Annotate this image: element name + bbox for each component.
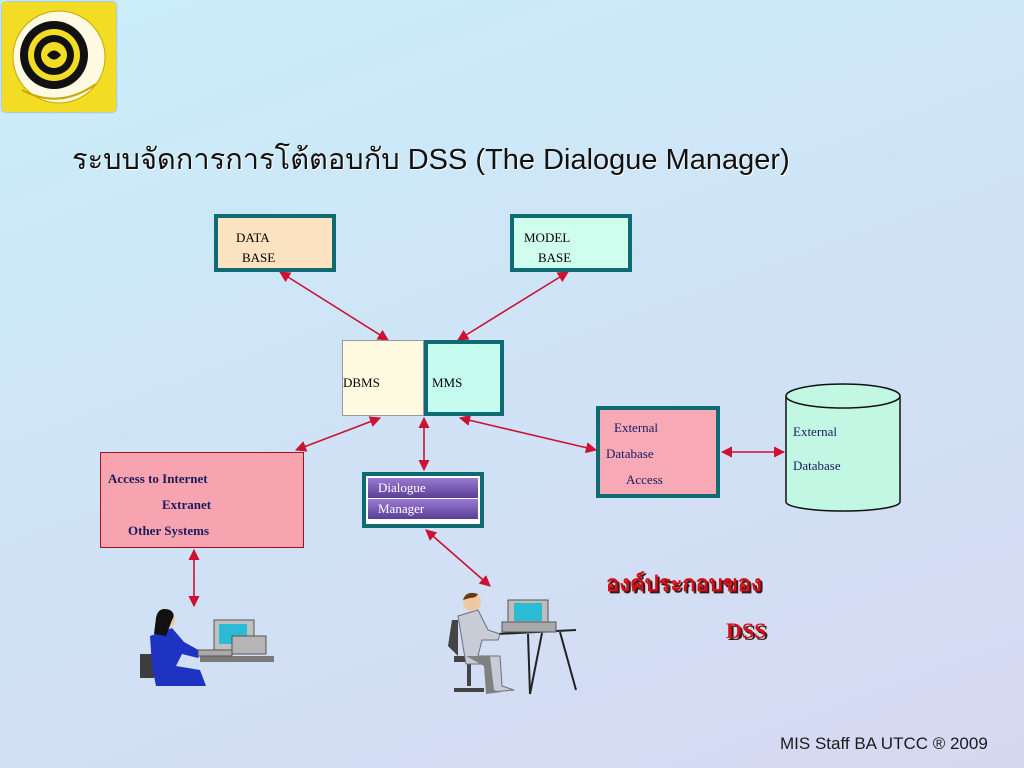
rose-logo-icon [12, 10, 106, 104]
arrow-dialogue-manager-user [425, 529, 491, 587]
external-access-line1: External [614, 420, 659, 435]
arrow-database-dbms [279, 271, 389, 341]
modelbase-label-line2: BASE [538, 250, 572, 265]
components-caption-line1: องค์ประกอบของ [606, 571, 762, 596]
internet-access-box: Access to Internet Extranet Other System… [100, 452, 304, 548]
man-user-clipart [444, 590, 580, 696]
school-logo [2, 2, 116, 112]
manager-label: Manager [368, 499, 478, 519]
internet-line3: Other Systems [128, 523, 210, 538]
mms-label: MMS [432, 375, 463, 390]
dialogue-label: Dialogue [368, 478, 478, 498]
dbms-label: DBMS [343, 375, 380, 390]
woman-at-computer-icon [140, 609, 274, 686]
external-database-cylinder: External Database [782, 380, 904, 514]
dialogue-manager-box: Dialogue Manager [362, 472, 484, 528]
internet-line1: Access to Internet [108, 471, 208, 486]
modelbase-label-line1: MODEL [524, 230, 571, 245]
modelbase-box: MODEL BASE [510, 214, 632, 272]
footer-credit: MIS Staff BA UTCC ® 2009 [780, 734, 988, 753]
arrow-mms-external-access [458, 414, 598, 454]
mms-box: MMS [424, 340, 504, 416]
page-title: ระบบจัดการการโต้ตอบกับ DSS (The Dialogue… [72, 144, 790, 176]
woman-user-clipart [136, 606, 276, 690]
dbms-box: DBMS [342, 340, 424, 416]
external-access-line2: Database [606, 446, 654, 461]
external-db-line2: Database [793, 458, 841, 473]
arrow-modelbase-mms [457, 271, 569, 341]
database-label-line2: BASE [242, 250, 276, 265]
man-at-computer-icon [448, 592, 577, 695]
components-caption-line2: DSS [726, 618, 767, 643]
internet-line2: Extranet [162, 497, 212, 512]
arrow-dbms-internet [294, 416, 382, 452]
external-access-line3: Access [626, 472, 663, 487]
external-db-line1: External [793, 424, 838, 439]
external-database-access-box: External Database Access [596, 406, 720, 498]
database-box: DATA BASE [214, 214, 336, 272]
database-cylinder-icon [785, 383, 901, 512]
database-label-line1: DATA [236, 230, 270, 245]
